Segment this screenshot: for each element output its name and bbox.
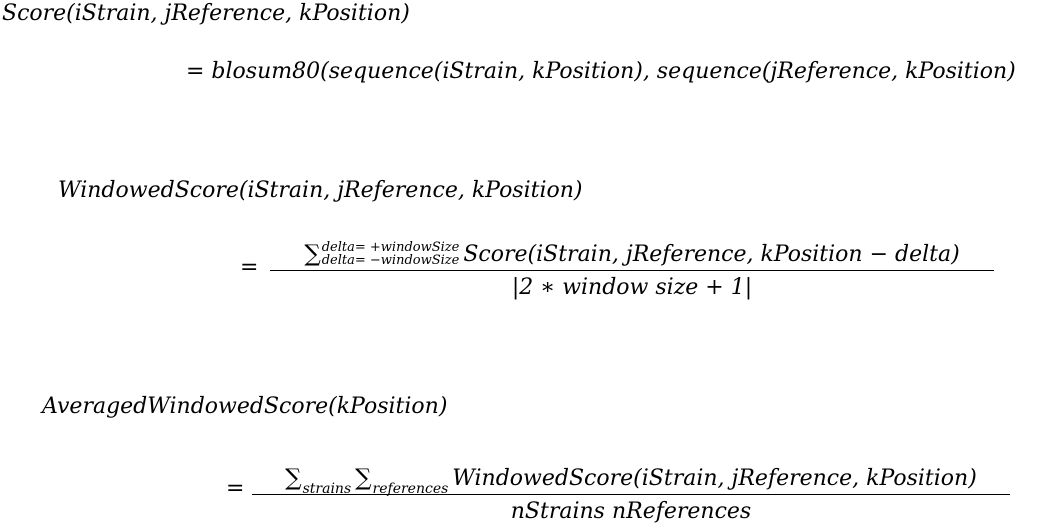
- summation-symbol-references: ∑: [355, 465, 372, 491]
- averaged-windowed-score-equals-sign: =: [226, 476, 245, 501]
- summation-subscript-references: references: [372, 481, 449, 497]
- windowed-score-fraction: ∑ delta= +windowSize delta= −windowSize …: [270, 231, 994, 299]
- summation-subscript-strains: strains: [302, 481, 352, 497]
- windowed-score-equals-sign: =: [240, 255, 259, 280]
- fraction-bar: [270, 270, 994, 271]
- averaged-windowed-score-numerator-term: WindowedScore(iStrain, jReference, kPosi…: [452, 466, 977, 491]
- windowed-score-equation-lhs: WindowedScore(iStrain, jReference, kPosi…: [58, 178, 583, 203]
- averaged-windowed-score-equation-lhs: AveragedWindowedScore(kPosition): [42, 394, 448, 419]
- summation-upper-limit: delta= +windowSize: [321, 239, 460, 255]
- summation-limits: delta= +windowSize delta= −windowSize: [322, 241, 460, 268]
- fraction-bar: [252, 494, 1010, 495]
- summation-lower-limit: delta= −windowSize: [321, 253, 460, 269]
- windowed-score-denominator: |2 ∗ window size + 1|: [511, 275, 753, 300]
- averaged-windowed-score-fraction: ∑ strains ∑ references WindowedScore(iSt…: [252, 455, 1010, 523]
- summation-symbol-strains: ∑: [285, 465, 302, 491]
- averaged-windowed-score-denominator: nStrains nReferences: [510, 499, 752, 524]
- windowed-score-numerator-term: Score(iStrain, jReference, kPosition − d…: [463, 242, 960, 267]
- score-equation-rhs: = blosum80(sequence(iStrain, kPosition),…: [186, 59, 1016, 84]
- averaged-windowed-score-numerator: ∑ strains ∑ references WindowedScore(iSt…: [252, 455, 1010, 497]
- score-equation-lhs: Score(iStrain, jReference, kPosition): [2, 1, 410, 26]
- summation-symbol: ∑: [304, 241, 321, 267]
- windowed-score-numerator: ∑ delta= +windowSize delta= −windowSize …: [270, 231, 994, 268]
